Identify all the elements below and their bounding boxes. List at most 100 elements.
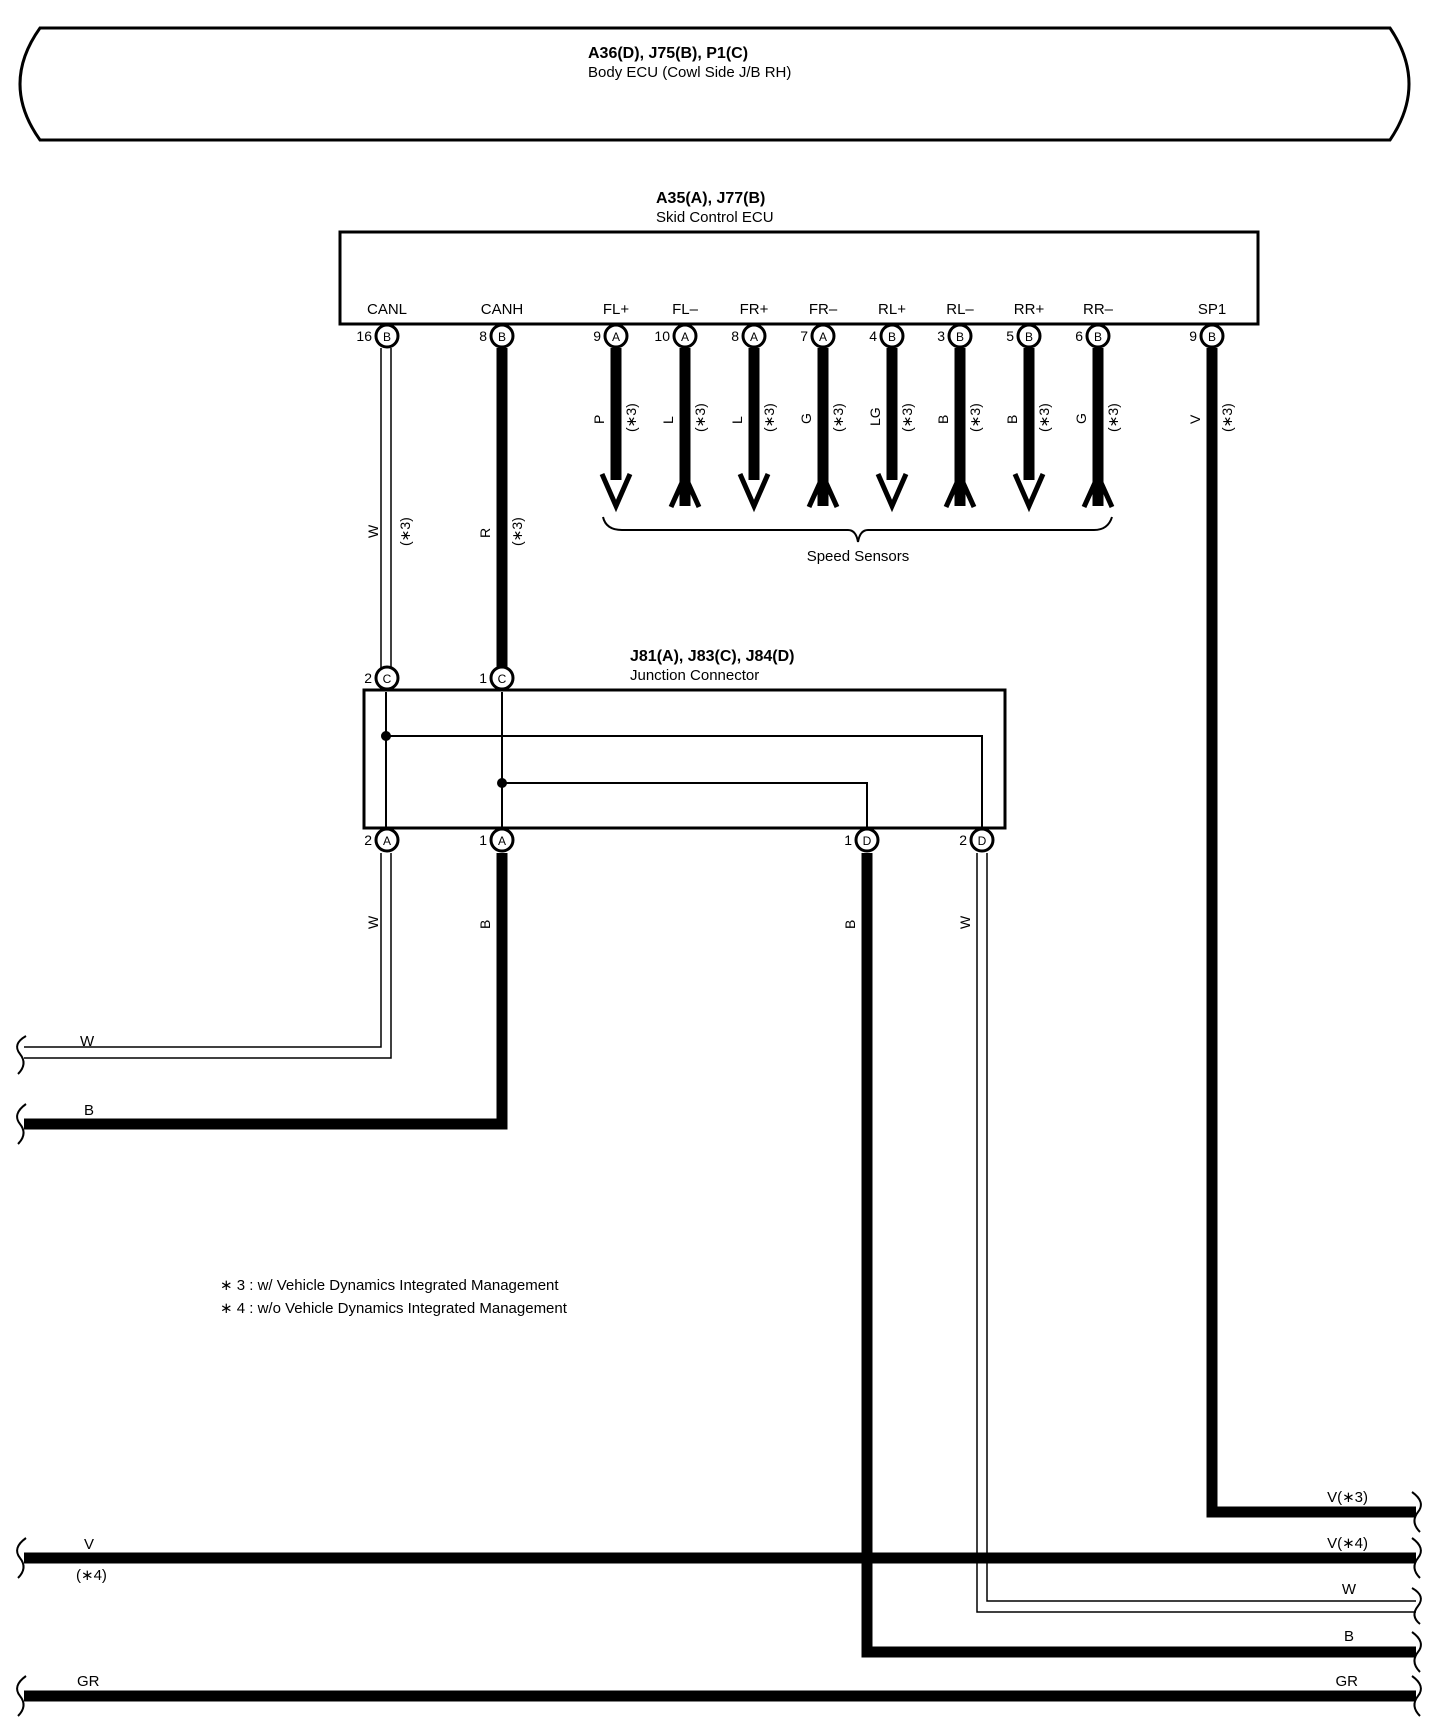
junction-connector: J81(A), J83(C), J84(D) Junction Connecto… [362,648,1007,830]
pin-label-rl-minus: RL– [946,301,974,318]
svg-text:A: A [612,330,620,344]
wire-note-rl-minus: (∗3) [967,403,983,432]
terminal-fl-plus: A 9 [593,323,629,349]
pin-label-sp1: SP1 [1198,301,1226,318]
wire-note-rl-plus: (∗3) [899,403,915,432]
right-break-marks [1411,1491,1422,1717]
wire-color-fl-minus: L [660,416,676,424]
wire-note-rr-minus: (∗3) [1105,403,1121,432]
terminal-junction-a2: A 2 [364,827,400,853]
junction-box [362,688,1007,830]
arrow-up-fl-minus [668,469,702,509]
svg-text:10: 10 [654,328,670,344]
pin-label-fl-minus: FL– [672,301,699,318]
svg-text:B: B [383,330,391,344]
terminal-fr-plus: A 8 [731,323,767,349]
wire-color-fr-minus: G [798,413,814,424]
svg-text:A: A [383,834,391,848]
terminal-junction-c1: C 1 [479,665,515,691]
wire-color-canl: W [365,524,381,538]
pin-label-canh: CANH [481,301,524,318]
svg-text:A: A [819,330,827,344]
svg-text:8: 8 [479,328,487,344]
terminals: B 16 B 8 A 9 A 10 A 8 A 7 [356,323,1225,853]
pin-label-canl: CANL [367,301,407,318]
terminal-rr-plus: B 5 [1006,323,1042,349]
wire-color-rl-plus: LG [867,407,883,426]
left-end-w: W [80,1033,95,1050]
svg-text:D: D [978,834,987,848]
skid-ecu-name: Skid Control ECU [656,209,774,226]
arrow-down-rr-plus [1012,472,1046,513]
right-end-gr: GR [1336,1673,1359,1690]
svg-text:16: 16 [356,328,372,344]
svg-text:B: B [498,330,506,344]
right-end-v4: V(∗4) [1327,1535,1368,1552]
svg-text:D: D [863,834,872,848]
wire-a1-b [24,853,508,1130]
wire-note-sp1: (∗3) [1219,403,1235,432]
left-end-v-note: (∗4) [76,1567,107,1584]
terminal-fl-minus: A 10 [654,323,698,349]
skid-control-ecu: A35(A), J77(B) Skid Control ECU CANL CAN… [338,190,1260,326]
svg-text:B: B [1025,330,1033,344]
wire-color-d2: W [957,915,973,929]
terminal-rl-plus: B 4 [869,323,905,349]
pin-label-fr-plus: FR+ [740,301,769,318]
wire-color-rl-minus: B [935,415,951,424]
wire-a2-w [24,853,392,1059]
note-star-4: ∗ 4 : w/o Vehicle Dynamics Integrated Ma… [220,1300,568,1317]
svg-text:B: B [1208,330,1216,344]
arrow-down-fr-plus [737,472,771,513]
pin-label-fr-minus: FR– [809,301,838,318]
svg-text:A: A [498,834,506,848]
arrow-up-rr-minus [1081,469,1115,509]
svg-text:4: 4 [869,328,877,344]
wire-color-rr-plus: B [1004,415,1020,424]
svg-text:1: 1 [479,670,487,686]
arrow-up-rl-minus [943,469,977,509]
wire-d1-b [861,853,1416,1658]
svg-text:2: 2 [959,832,967,848]
svg-text:B: B [1094,330,1102,344]
wire-color-fr-plus: L [729,416,745,424]
pin-label-rl-plus: RL+ [878,301,906,318]
note-star-3: ∗ 3 : w/ Vehicle Dynamics Integrated Man… [220,1277,559,1294]
terminal-sp1: B 9 [1189,323,1225,349]
wire-d2-w [976,853,1416,1613]
right-end-v3: V(∗3) [1327,1489,1368,1506]
left-end-b: B [84,1102,94,1119]
speed-sensors-label: Speed Sensors [807,548,910,565]
wire-color-a2: W [365,915,381,929]
pin-label-fl-plus: FL+ [603,301,630,318]
wire-layer [24,348,1416,1702]
svg-text:8: 8 [731,328,739,344]
body-ecu-code: A36(D), J75(B), P1(C) [588,45,748,62]
skid-ecu-box [338,230,1260,326]
svg-text:6: 6 [1075,328,1083,344]
wire-note-rr-plus: (∗3) [1036,403,1052,432]
wire-note-canh: (∗3) [509,517,525,546]
wire-note-canl: (∗3) [397,517,413,546]
splice-dot-canh [497,778,507,788]
junction-code: J81(A), J83(C), J84(D) [630,648,795,665]
svg-text:9: 9 [1189,328,1197,344]
wire-note-fr-minus: (∗3) [830,403,846,432]
svg-text:A: A [750,330,758,344]
terminal-junction-a1: A 1 [479,827,515,853]
svg-text:A: A [681,330,689,344]
arrow-down-fl-plus [599,472,633,513]
pin-label-rr-minus: RR– [1083,301,1114,318]
svg-text:B: B [956,330,964,344]
wire-color-canh: R [477,528,493,538]
right-end-labels: V(∗3) V(∗4) W B GR [1327,1489,1368,1690]
speed-sensor-wires [599,348,1115,513]
splice-dot-canl [381,731,391,741]
svg-text:C: C [383,672,392,686]
terminal-junction-d1: D 1 [844,827,880,853]
junction-internal-wiring [385,692,983,828]
right-end-w: W [1342,1581,1357,1598]
wire-color-rr-minus: G [1073,413,1089,424]
wire-note-fl-plus: (∗3) [623,403,639,432]
body-ecu-name: Body ECU (Cowl Side J/B RH) [588,64,791,81]
